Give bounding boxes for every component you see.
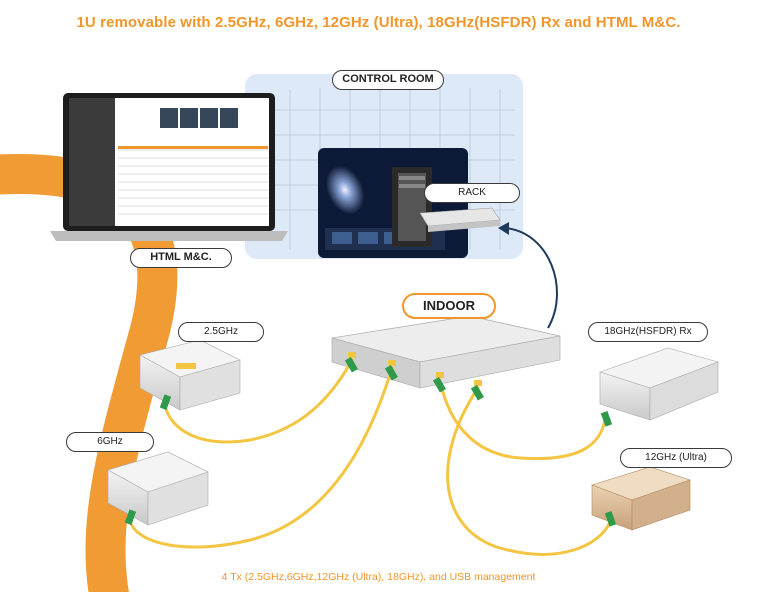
rx-18ghz-label: 18GHz(HSFDR) Rx — [588, 322, 708, 342]
fiber-2-5ghz — [163, 358, 354, 444]
fiber-12ghz — [446, 386, 612, 556]
fiber-6ghz — [128, 366, 394, 549]
page-title: 1U removable with 2.5GHz, 6GHz, 12GHz (U… — [76, 14, 681, 31]
device-6ghz — [107, 451, 209, 526]
indoor-chassis — [331, 315, 561, 389]
rx-12ghz-label: 12GHz (Ultra) — [620, 448, 732, 468]
control-room-label: CONTROL ROOM — [332, 70, 444, 90]
connectors — [124, 356, 617, 527]
fiber-18ghz — [438, 378, 607, 461]
rack-label: RACK — [424, 183, 520, 203]
indoor-label: INDOOR — [402, 293, 496, 319]
device-2-5ghz — [139, 339, 241, 411]
html-mc-label: HTML M&C. — [130, 248, 232, 268]
fiber-cables — [128, 358, 612, 556]
laptop — [50, 93, 288, 241]
rx-2-5ghz-label: 2.5GHz — [178, 322, 264, 342]
device-18ghz — [599, 347, 719, 421]
rx-6ghz-label: 6GHz — [66, 432, 154, 452]
device-12ghz — [591, 466, 691, 531]
footer-caption: 4 Tx (2.5GHz,6GHz,12GHz (Ultra), 18GHz),… — [221, 571, 536, 583]
arrow-indoor-to-rack — [504, 227, 558, 329]
